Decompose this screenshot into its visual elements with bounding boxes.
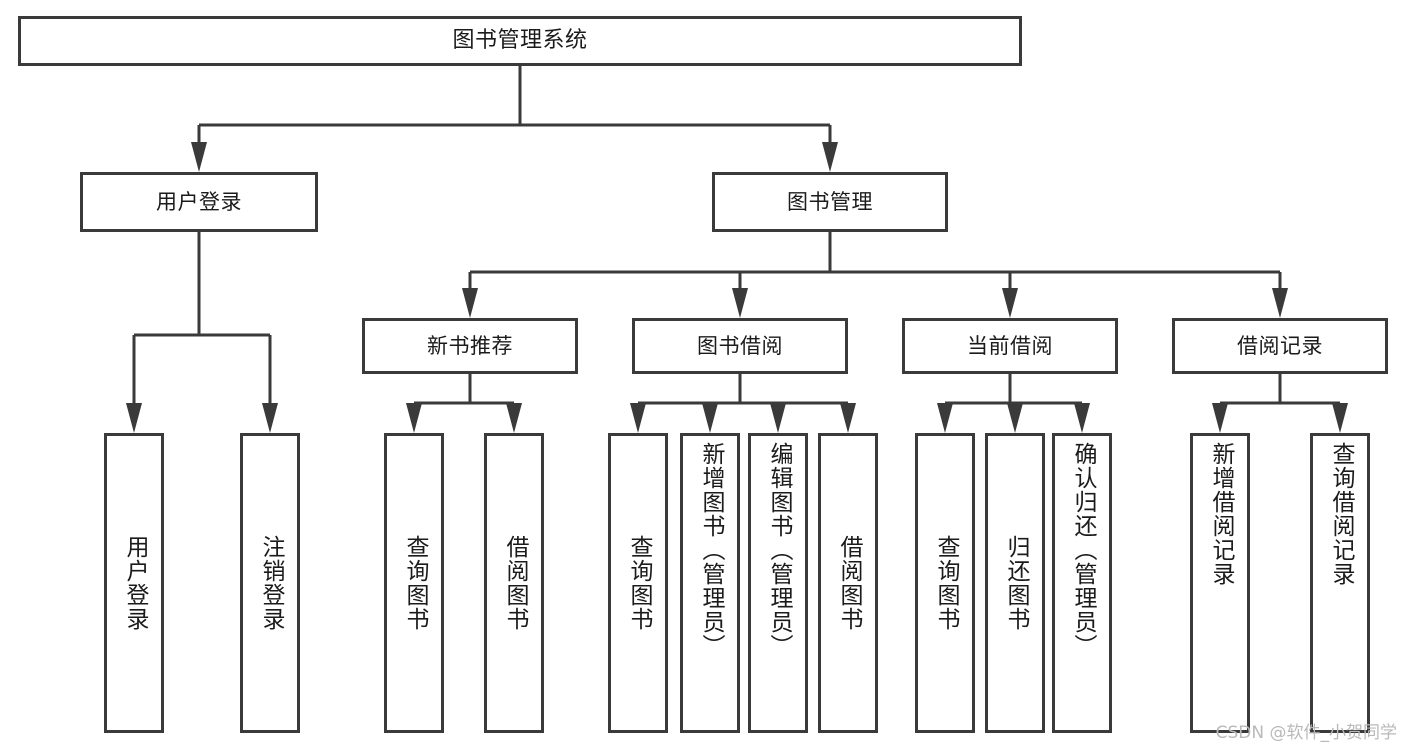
node-label-leaf-cur-confirm: 确认归还（管理员）	[1069, 442, 1096, 658]
node-user-login: 用户登录	[80, 172, 318, 232]
node-label-book-manage: 图书管理	[787, 189, 873, 214]
node-label-leaf-cur-query-book: 查询图书	[932, 535, 959, 631]
node-label-leaf-brw-edit-book: 编辑图书（管理员）	[765, 442, 792, 658]
node-book-borrow: 图书借阅	[632, 318, 848, 374]
node-borrow-record: 借阅记录	[1172, 318, 1388, 374]
node-label-root: 图书管理系统	[452, 28, 588, 54]
node-label-book-borrow: 图书借阅	[697, 333, 783, 358]
node-current-borrow: 当前借阅	[902, 318, 1118, 374]
node-leaf-user-logout: 注销登录	[240, 433, 300, 733]
csdn-watermark: CSDN @软件_小贺同学	[1215, 723, 1397, 743]
node-label-current-borrow: 当前借阅	[967, 333, 1053, 358]
node-leaf-rec-query-book: 查询图书	[384, 433, 444, 733]
node-leaf-brw-add-book: 新增图书（管理员）	[680, 433, 740, 733]
node-leaf-rec-borrow-book: 借阅图书	[484, 433, 544, 733]
node-label-leaf-rec-add-record: 新增借阅记录	[1207, 442, 1234, 586]
node-label-new-book-recommend: 新书推荐	[427, 333, 513, 358]
node-leaf-brw-query-book: 查询图书	[608, 433, 668, 733]
node-label-leaf-brw-query-book: 查询图书	[625, 535, 652, 631]
node-label-leaf-rec-borrow-book: 借阅图书	[501, 535, 528, 631]
node-leaf-rec-query-record: 查询借阅记录	[1310, 433, 1370, 733]
node-label-leaf-brw-borrow-book: 借阅图书	[835, 535, 862, 631]
node-book-manage: 图书管理	[712, 172, 948, 232]
node-label-leaf-rec-query-record: 查询借阅记录	[1327, 442, 1354, 586]
node-label-leaf-cur-return-book: 归还图书	[1002, 535, 1029, 631]
node-new-book-recommend: 新书推荐	[362, 318, 578, 374]
node-leaf-user-login: 用户登录	[104, 433, 164, 733]
node-leaf-brw-borrow-book: 借阅图书	[818, 433, 878, 733]
node-leaf-cur-return-book: 归还图书	[985, 433, 1045, 733]
node-label-leaf-user-login: 用户登录	[121, 535, 148, 631]
node-root: 图书管理系统	[18, 16, 1022, 66]
node-label-user-login: 用户登录	[156, 189, 242, 214]
node-leaf-brw-edit-book: 编辑图书（管理员）	[748, 433, 808, 733]
node-leaf-cur-query-book: 查询图书	[915, 433, 975, 733]
node-label-leaf-rec-query-book: 查询图书	[401, 535, 428, 631]
node-label-leaf-brw-add-book: 新增图书（管理员）	[697, 442, 724, 658]
node-label-leaf-user-logout: 注销登录	[257, 535, 284, 631]
node-leaf-rec-add-record: 新增借阅记录	[1190, 433, 1250, 733]
node-label-borrow-record: 借阅记录	[1237, 333, 1323, 358]
node-leaf-cur-confirm: 确认归还（管理员）	[1052, 433, 1112, 733]
